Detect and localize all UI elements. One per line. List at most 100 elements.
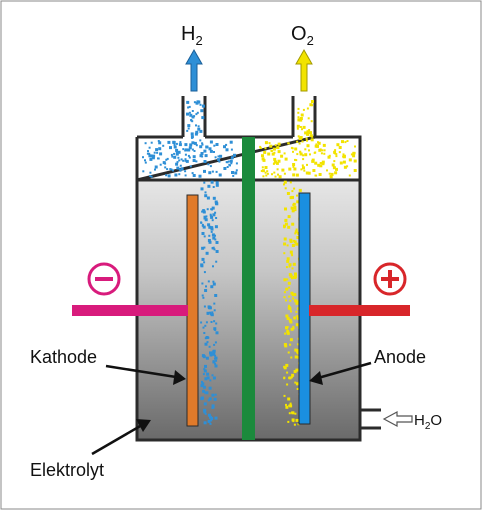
gas-bubble — [150, 154, 154, 158]
gas-bubble — [295, 228, 298, 231]
gas-bubble — [170, 168, 173, 171]
gas-bubble — [261, 169, 265, 173]
gas-bubble — [262, 158, 266, 162]
gas-bubble — [310, 138, 314, 142]
gas-bubble — [171, 155, 174, 158]
minus-circle-icon — [87, 262, 121, 296]
gas-bubble — [289, 181, 292, 184]
gas-bubble — [308, 129, 311, 131]
gas-bubble — [302, 166, 305, 170]
gas-bubble — [202, 355, 206, 359]
gas-bubble — [187, 106, 190, 109]
gas-bubble — [195, 113, 198, 116]
gas-bubble — [148, 152, 151, 155]
gas-bubble — [211, 393, 215, 397]
gas-bubble — [159, 163, 162, 166]
gas-bubble — [271, 152, 275, 156]
gas-bubble — [342, 154, 346, 158]
gas-bubble — [158, 141, 162, 145]
gas-bubble — [195, 130, 199, 134]
gas-bubble — [266, 170, 269, 173]
gas-bubble — [215, 359, 218, 362]
gas-bubble — [289, 299, 292, 302]
gas-bubble — [312, 169, 316, 172]
gas-bubble — [150, 175, 153, 178]
anode-label: Anode — [374, 347, 426, 367]
gas-bubble — [210, 208, 213, 211]
gas-bubble — [344, 141, 347, 144]
gas-bubble — [219, 154, 223, 158]
h2-bubbles — [142, 100, 238, 425]
gas-bubble — [295, 418, 299, 422]
gas-bubble — [209, 351, 212, 355]
gas-bubble — [296, 124, 300, 128]
gas-bubble — [307, 171, 311, 175]
gas-bubble — [328, 172, 331, 175]
gas-bubble — [204, 324, 207, 327]
arrow-up-icon — [295, 48, 313, 92]
gas-bubble — [296, 200, 300, 204]
gas-bubble — [209, 165, 212, 168]
gas-bubble — [179, 141, 182, 144]
gas-bubble — [295, 310, 298, 313]
gas-bubble — [201, 116, 205, 120]
gas-bubble — [306, 132, 310, 136]
gas-bubble — [295, 368, 299, 372]
gas-bubble — [213, 343, 216, 346]
gas-bubble — [266, 172, 269, 175]
gas-bubble — [339, 161, 343, 165]
gas-bubble — [285, 405, 289, 409]
gas-bubble — [205, 251, 209, 255]
gas-bubble — [335, 153, 338, 156]
gas-bubble — [297, 135, 300, 138]
gas-bubble — [352, 154, 356, 158]
gas-bubble — [202, 296, 205, 299]
gas-bubble — [208, 225, 212, 229]
gas-bubble — [205, 194, 207, 197]
gas-bubble — [215, 217, 218, 219]
gas-bubble — [290, 206, 294, 210]
kathode-pointer-arrow — [105, 364, 186, 385]
gas-bubble — [290, 327, 294, 331]
gas-bubble — [218, 160, 221, 163]
gas-bubble — [294, 230, 298, 234]
gas-bubble — [182, 159, 185, 162]
gas-bubble — [207, 163, 210, 166]
gas-bubble — [291, 294, 294, 297]
gas-bubble — [156, 151, 159, 154]
positive-wire — [309, 305, 410, 316]
gas-bubble — [150, 141, 153, 144]
gas-bubble — [212, 236, 216, 240]
gas-bubble — [295, 159, 298, 162]
gas-bubble — [218, 173, 222, 177]
gas-bubble — [294, 147, 298, 151]
gas-bubble — [175, 142, 178, 145]
gas-bubble — [302, 154, 305, 157]
gas-bubble — [291, 267, 294, 270]
gas-bubble — [295, 173, 299, 177]
gas-bubble — [173, 155, 177, 159]
gas-bubble — [155, 148, 159, 152]
gas-bubble — [231, 171, 234, 174]
anode-pointer-arrow — [309, 361, 372, 385]
elektrolyt-label: Elektrolyt — [30, 460, 104, 480]
gas-bubble — [286, 330, 290, 334]
gas-bubble — [198, 174, 202, 178]
gas-bubble — [188, 111, 191, 114]
gas-bubble — [285, 403, 287, 406]
gas-bubble — [192, 159, 196, 162]
gas-bubble — [299, 118, 303, 122]
gas-bubble — [319, 148, 322, 151]
gas-bubble — [298, 142, 301, 145]
gas-bubble — [229, 164, 231, 167]
gas-bubble — [179, 164, 182, 167]
gas-bubble — [215, 170, 218, 173]
gas-bubble — [193, 115, 196, 118]
gas-bubble — [286, 259, 290, 263]
gas-bubble — [153, 151, 156, 154]
gas-bubble — [291, 418, 295, 422]
gas-bubble — [286, 244, 289, 247]
gas-bubble — [173, 145, 177, 149]
gas-bubble — [294, 232, 297, 235]
gas-bubble — [206, 376, 210, 380]
